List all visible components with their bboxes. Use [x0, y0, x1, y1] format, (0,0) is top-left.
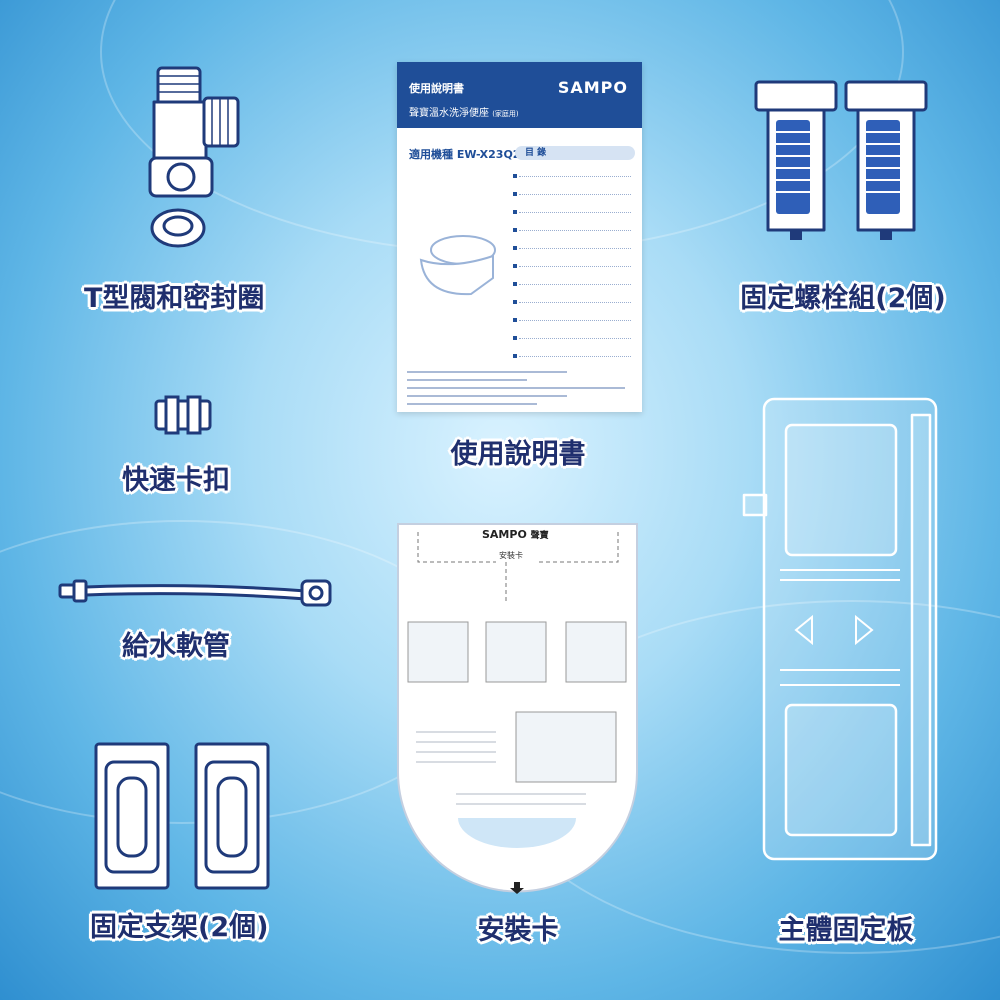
toc-bullet: [513, 210, 517, 214]
manual-brand: SAMPO: [557, 78, 628, 97]
clip-icon: [154, 395, 212, 435]
item-label: 快速卡扣: [122, 465, 230, 496]
install-card-icon: SAMPO 聲寶 安裝卡: [396, 522, 639, 894]
toc-line: [519, 248, 631, 249]
manual-title: 使用說明書: [409, 82, 464, 95]
bolt-icon: [754, 80, 928, 240]
toc-bullet: [513, 300, 517, 304]
toc-line: [519, 230, 631, 231]
toc-line: [519, 356, 631, 357]
item-label: 安裝卡: [477, 915, 559, 946]
manual-header-band: [397, 62, 642, 128]
mounting-plate-icon: [742, 397, 938, 861]
toc-bullet: [513, 282, 517, 286]
t-valve-icon: [148, 66, 240, 248]
install-card-brand-cn: 聲寶: [530, 531, 549, 541]
toc-line: [519, 320, 631, 321]
manual-icon: 使用說明書 聲寶溫水洗淨便座 (家庭用) SAMPO 適用機種 EW-X23Q2…: [397, 62, 642, 412]
install-card-brand-en: SAMPO: [482, 528, 527, 541]
toilet-seat-illustration: [419, 235, 496, 296]
manual-toc-bar: 目 錄: [515, 146, 635, 160]
toc-line: [519, 266, 631, 267]
toc-bullet: [513, 174, 517, 178]
toc-bullet: [513, 354, 517, 358]
toc-line: [519, 194, 631, 195]
manual-subtitle-text: 聲寶溫水洗淨便座: [409, 108, 489, 119]
manual-footer-lines: [407, 371, 625, 405]
item-label: 固定支架(2個): [90, 912, 269, 943]
toc-bullet: [513, 336, 517, 340]
item-label: 給水軟管: [122, 631, 230, 662]
item-label: 主體固定板: [778, 915, 914, 946]
item-label: T型閥和密封圈: [84, 283, 265, 314]
install-card-shape: [397, 523, 638, 894]
manual-toc-title: 目 錄: [525, 148, 547, 158]
toc-line: [519, 284, 631, 285]
hose-icon: [58, 579, 332, 607]
install-card-brand: SAMPO 聲寶: [482, 528, 549, 541]
manual-subtitle: 聲寶溫水洗淨便座 (家庭用): [409, 104, 519, 119]
install-card-title: 安裝卡: [499, 551, 523, 560]
toc-line: [519, 338, 631, 339]
toc-bullet: [513, 192, 517, 196]
manual-subtitle-note: (家庭用): [492, 110, 519, 118]
toc-line: [519, 302, 631, 303]
item-label: 使用說明書: [450, 439, 586, 470]
item-label: 固定螺栓組(2個): [740, 283, 946, 314]
toc-bullet: [513, 318, 517, 322]
toc-bullet: [513, 246, 517, 250]
toc-line: [519, 176, 631, 177]
toc-bullet: [513, 264, 517, 268]
manual-model: 適用機種 EW-X23Q2BL: [409, 148, 536, 161]
bracket-icon: [94, 742, 270, 890]
toc-bullet: [513, 228, 517, 232]
toc-line: [519, 212, 631, 213]
